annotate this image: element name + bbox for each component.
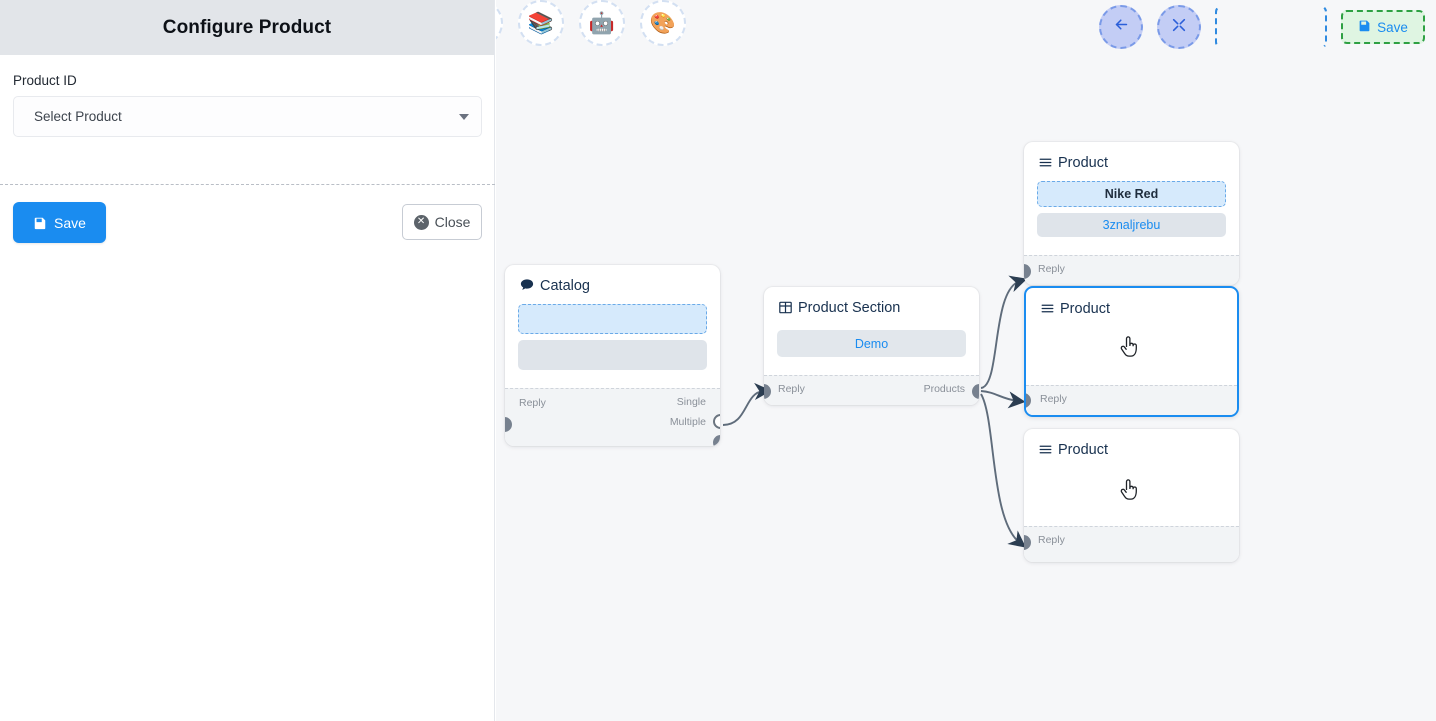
palette-tool-button[interactable]: 🎨 (640, 0, 686, 46)
panel-body: Product ID Select Product (0, 55, 494, 137)
save-button[interactable]: Save (13, 202, 106, 243)
product-1-chip-secondary[interactable]: 3znaljrebu (1037, 213, 1226, 237)
node-product-3-footer: Reply (1024, 526, 1239, 562)
panel-actions: Save (0, 185, 495, 275)
node-product-section-title: Product Section (798, 300, 901, 316)
edge-section-to-product2 (980, 390, 1026, 409)
node-product-2-body (1026, 323, 1237, 385)
product-1-chip-selected[interactable]: Nike Red (1037, 181, 1226, 207)
node-product-2[interactable]: Product Reply (1024, 286, 1239, 417)
catalog-out-single-dot[interactable] (713, 414, 720, 429)
section-in-port-dot[interactable] (764, 384, 771, 399)
node-product-section[interactable]: Product Section Demo Reply Products (764, 287, 979, 405)
catalog-chip-2[interactable] (518, 340, 707, 370)
catalog-port-multiple[interactable]: Multiple (670, 416, 706, 428)
partial-tool-button[interactable] (496, 0, 503, 46)
catalog-port-multiple-label: Multiple (669, 416, 706, 428)
stack-icon: 📚 (527, 11, 555, 35)
catalog-in-port-dot[interactable] (505, 417, 512, 432)
node-catalog-header: Catalog (505, 265, 720, 300)
canvas-toolbar-right: Save (1099, 5, 1425, 49)
node-product-section-header: Product Section (764, 287, 979, 322)
edge-section-to-product1 (980, 275, 1028, 389)
canvas-save-button[interactable]: Save (1341, 10, 1425, 44)
node-product-section-footer: Reply Products (764, 375, 979, 405)
list-lines-icon (1039, 156, 1052, 171)
product-id-label: Product ID (13, 73, 77, 88)
page-title: Configure Product (162, 16, 332, 38)
product-1-port-reply-label: Reply (1038, 263, 1065, 275)
arrow-left-icon (1113, 16, 1130, 38)
node-product-1-body: Nike Red 3znaljrebu (1024, 177, 1239, 255)
panel-divider (0, 184, 495, 185)
node-product-3-body (1024, 464, 1239, 526)
catalog-out-multiple-dot[interactable] (713, 435, 720, 446)
table-grid-icon (779, 301, 792, 316)
node-product-2-title: Product (1060, 301, 1110, 317)
product-2-port-reply-label: Reply (1040, 393, 1067, 405)
compress-icon (1171, 17, 1187, 38)
product-section-chip-demo[interactable]: Demo (777, 330, 966, 357)
list-lines-icon (1039, 443, 1052, 458)
configure-product-panel: Configure Product Product ID Select Prod… (0, 0, 495, 721)
floppy-disk-icon (1358, 19, 1371, 35)
node-catalog[interactable]: Catalog Reply Single Multiple (505, 265, 720, 446)
floppy-disk-icon (33, 216, 47, 230)
back-button[interactable] (1099, 5, 1143, 49)
product-1-in-port-dot[interactable] (1024, 264, 1031, 279)
fit-view-button[interactable] (1157, 5, 1201, 49)
node-product-3-header: Product (1024, 429, 1239, 464)
node-product-2-header: Product (1026, 288, 1237, 323)
node-product-1[interactable]: Product Nike Red 3znaljrebu Reply (1024, 142, 1239, 285)
toolbar-empty-slot[interactable] (1215, 5, 1327, 49)
catalog-port-single-label: Single (676, 396, 706, 408)
node-catalog-title: Catalog (540, 278, 590, 294)
product-3-in-port-dot[interactable] (1024, 535, 1031, 550)
list-lines-icon (1041, 302, 1054, 317)
section-out-port-dot[interactable] (972, 384, 979, 399)
node-product-3[interactable]: Product Reply (1024, 429, 1239, 562)
product-2-in-port-dot[interactable] (1026, 393, 1031, 408)
close-circle-icon: ✕ (413, 214, 429, 230)
product-select-value: Select Product (34, 109, 122, 124)
palette-icon: 🎨 (649, 11, 677, 35)
edge-section-to-product3 (980, 393, 1027, 548)
section-port-products-label: Products (923, 383, 965, 395)
bot-icon: 🤖 (588, 11, 616, 35)
catalog-port-reply-label: Reply (519, 397, 546, 409)
node-product-1-header: Product (1024, 142, 1239, 177)
catalog-port-single[interactable]: Single (677, 396, 706, 408)
node-catalog-body (505, 300, 720, 388)
edge-catalog-to-section (722, 382, 772, 426)
catalog-output-ports: Single Multiple (670, 396, 706, 428)
bot-tool-button[interactable]: 🤖 (579, 0, 625, 46)
node-product-1-title: Product (1058, 155, 1108, 171)
chat-bubble-icon (520, 278, 534, 294)
flow-canvas[interactable]: 📚 🤖 🎨 (496, 0, 1436, 721)
canvas-toolbar-left: 📚 🤖 🎨 (496, 0, 686, 46)
node-product-1-footer: Reply (1024, 255, 1239, 285)
node-catalog-footer: Reply Single Multiple (505, 388, 720, 446)
close-button-label: Close (434, 214, 471, 230)
node-product-3-title: Product (1058, 442, 1108, 458)
section-port-reply-label: Reply (778, 383, 805, 395)
stack-tool-button[interactable]: 📚 (518, 0, 564, 46)
catalog-chip-1[interactable] (518, 304, 707, 334)
panel-header: Configure Product (0, 0, 494, 55)
product-3-port-reply-label: Reply (1038, 534, 1065, 546)
node-product-2-footer: Reply (1026, 385, 1237, 415)
chevron-down-icon (459, 113, 469, 120)
save-button-label: Save (54, 214, 86, 231)
close-button[interactable]: ✕ Close (402, 204, 482, 240)
canvas-save-label: Save (1377, 19, 1408, 35)
node-product-section-body: Demo (764, 322, 979, 375)
product-select[interactable]: Select Product (13, 96, 482, 137)
